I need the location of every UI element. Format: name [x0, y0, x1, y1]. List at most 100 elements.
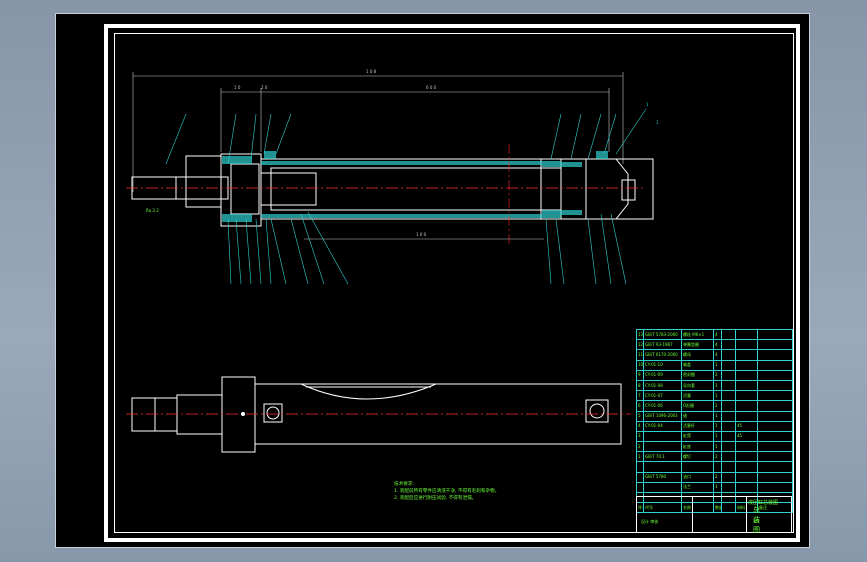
table-cell: 密封圈	[681, 369, 714, 381]
table-cell: 45	[735, 430, 758, 443]
assembly-drawing: 1 0 8 1 0 2 0 6 0 0 1 0 0	[126, 69, 659, 453]
table-cell: CY-01-07	[643, 390, 682, 402]
table-cell: 1	[713, 481, 722, 494]
table-cell	[636, 481, 644, 494]
drawing-border-inner	[114, 33, 794, 533]
cad-viewport[interactable]: 1 0 8 1 0 2 0 6 0 0 1 0 0	[55, 13, 810, 548]
table-cell: 键	[681, 410, 714, 422]
table-cell	[721, 369, 736, 381]
table-cell	[681, 461, 714, 473]
table-cell	[735, 410, 758, 422]
table-cell	[721, 451, 736, 463]
table-cell: 2	[636, 441, 644, 453]
table-cell	[757, 328, 793, 341]
table-cell: 2	[713, 400, 722, 412]
table-cell	[721, 390, 736, 402]
table-cell: 5	[636, 410, 644, 422]
table-cell	[721, 328, 736, 341]
table-cell: 活塞杆	[681, 420, 714, 432]
table-cell: 45	[735, 420, 758, 432]
table-cell: 导向套	[681, 379, 714, 392]
title-cells: 设计 审核 总装图 1:1 液压缸总装图	[636, 496, 792, 534]
table-cell: 4	[636, 420, 644, 432]
table-cell	[721, 430, 736, 443]
table-cell: 6	[636, 400, 644, 412]
table-cell: 4	[713, 349, 722, 361]
table-cell	[757, 420, 793, 432]
table-cell	[735, 441, 758, 453]
port-hole	[241, 412, 245, 416]
table-cell: 11	[636, 349, 644, 361]
sheet-area: 总装图 1:1	[693, 497, 760, 534]
table-cell	[721, 441, 736, 453]
table-cell: 1	[713, 441, 722, 453]
table-cell	[721, 339, 736, 351]
table-cell	[757, 400, 793, 412]
table-cell: 12	[636, 339, 644, 351]
dim-left-b-label: 2 0	[261, 85, 268, 90]
balloon-b: 1	[656, 120, 659, 125]
table-cell	[757, 369, 793, 381]
overall-dimension	[132, 72, 624, 240]
table-cell	[757, 349, 793, 361]
technical-notes: 技术要求: 1. 装配前所有零件应清洗干净, 不得有毛刺和杂物。 2. 装配后应…	[394, 481, 594, 502]
table-cell: 10	[636, 359, 644, 371]
table-cell	[643, 441, 682, 453]
table-cell: 缸筒	[681, 430, 714, 443]
table-cell	[735, 390, 758, 402]
table-cell	[757, 379, 793, 392]
table-cell	[757, 430, 793, 443]
table-cell: 1	[713, 359, 722, 371]
table-cell: GB/T 6170-2000	[643, 349, 682, 361]
table-cell: 1	[713, 430, 722, 443]
table-cell: 13	[636, 328, 644, 341]
table-cell: GB/T 1096-2003	[643, 410, 682, 422]
table-cell	[757, 451, 793, 463]
drawing-name: 液压缸总装图	[748, 500, 779, 506]
table-cell	[713, 461, 722, 473]
table-cell	[735, 461, 758, 473]
signature-area: 设计 审核	[637, 497, 693, 532]
dim-overall-label: 1 0 8	[366, 69, 377, 74]
table-cell: 螺钉	[681, 451, 714, 463]
table-cell	[735, 359, 758, 371]
leader-lines	[165, 108, 647, 285]
signature-label: 设计 审核	[641, 519, 659, 524]
table-cell: CY-01-08	[643, 379, 682, 392]
table-cell	[757, 410, 793, 422]
table-cell: 端盖	[681, 359, 714, 371]
table-cell: GB/T 5780	[643, 471, 682, 483]
table-cell	[757, 461, 793, 473]
table-cell	[721, 379, 736, 392]
table-cell	[643, 481, 682, 494]
table-cell	[735, 349, 758, 361]
table-cell	[735, 471, 758, 483]
table-cell: 活塞	[681, 390, 714, 402]
table-cell: 3	[636, 430, 644, 443]
surface-finish-label: Ra 3.2	[146, 208, 159, 213]
table-cell	[643, 461, 682, 473]
table-cell: 4	[713, 328, 722, 341]
balloon-a: 1	[646, 102, 649, 107]
table-cell: 备注	[757, 502, 793, 514]
table-cell	[735, 400, 758, 412]
table-cell: 油口	[681, 471, 714, 483]
table-cell	[757, 390, 793, 402]
table-cell: CY-01-04	[643, 420, 682, 432]
notes-heading: 技术要求:	[394, 482, 414, 487]
table-cell: 螺栓 M6×1	[681, 328, 714, 341]
table-cell: O形圈	[681, 400, 714, 412]
hatch-areas	[222, 151, 608, 222]
table-cell: 2	[713, 451, 722, 463]
